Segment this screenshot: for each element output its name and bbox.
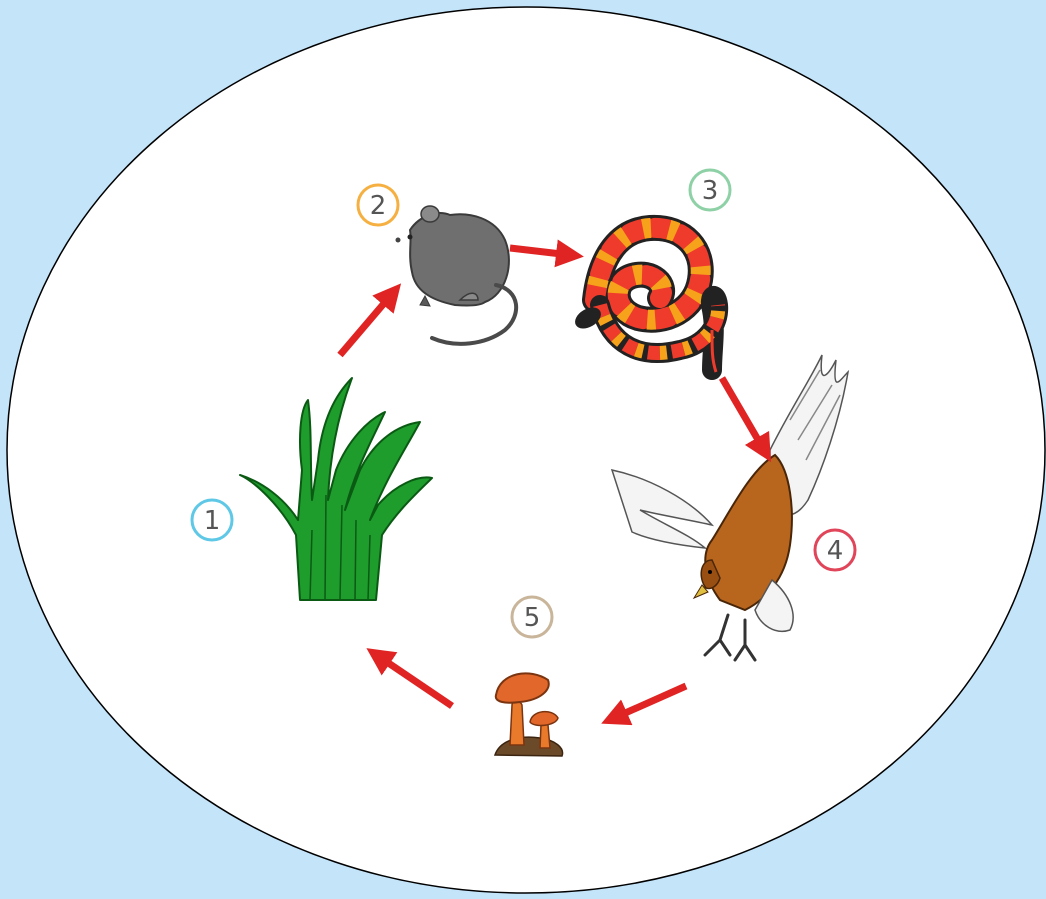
number-text: 2 (370, 191, 387, 221)
diagram-ellipse (7, 7, 1045, 893)
number-text: 1 (204, 506, 221, 536)
node-label-5: 5 (512, 597, 552, 637)
number-text: 3 (702, 176, 719, 206)
node-label-2: 2 (358, 185, 398, 225)
number-text: 4 (827, 536, 844, 566)
node-label-4: 4 (815, 530, 855, 570)
number-text: 5 (524, 603, 541, 633)
node-label-1: 1 (192, 500, 232, 540)
node-label-3: 3 (690, 170, 730, 210)
